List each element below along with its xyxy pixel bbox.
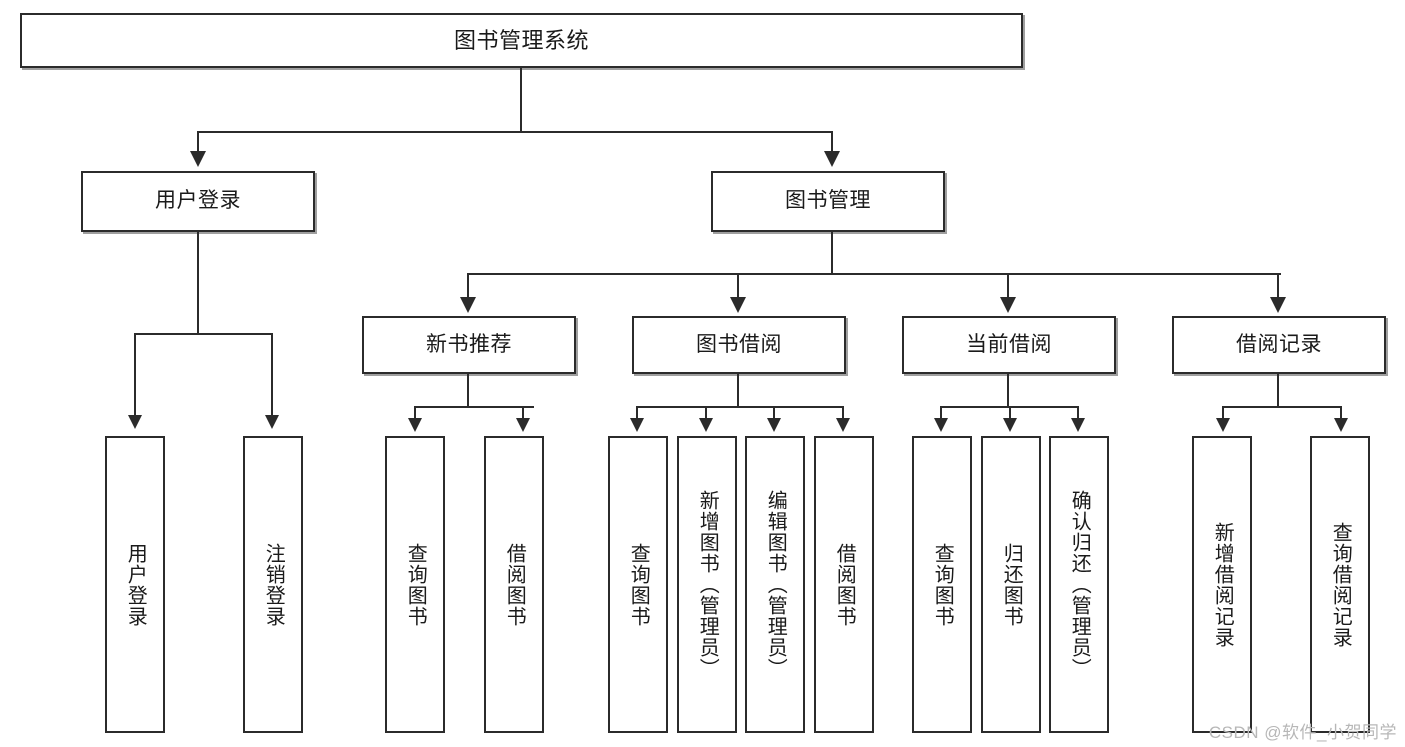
arrowhead-to-book-management [824, 151, 840, 167]
leaf-borrow-borrow-book-label: 借阅图书 [833, 542, 856, 627]
leaf-recommend-query-book-label: 查询图书 [404, 542, 427, 627]
node-current-borrow[interactable]: 当前借阅 [902, 316, 1116, 374]
node-root-label: 图书管理系统 [453, 27, 589, 53]
node-borrow-record-label: 借阅记录 [1236, 332, 1322, 356]
connector-record-leaf1 [1222, 406, 1224, 420]
leaf-logout[interactable]: 注销登录 [243, 436, 303, 733]
node-new-book-recommend-label: 新书推荐 [426, 332, 512, 356]
connector-current-leaf1 [940, 406, 942, 420]
connector-userlogin-leaf2 [271, 333, 273, 417]
arrowhead-to-borrow-record [1270, 297, 1286, 313]
connector-recommend-leaf1 [414, 406, 416, 420]
arrowhead-to-user-login [190, 151, 206, 167]
leaf-user-login[interactable]: 用户登录 [105, 436, 165, 733]
leaf-borrow-edit-book-admin-label: 编辑图书（管理员） [764, 490, 787, 679]
connector-root-to-bookmgmt [831, 131, 833, 153]
connector-root-bus [197, 131, 833, 133]
leaf-current-query-book-label: 查询图书 [931, 542, 954, 627]
connector-bookmgmt-to-recommend [467, 273, 469, 299]
connector-borrow-leaf1 [636, 406, 638, 420]
arrowhead-to-new-book-recommend [460, 297, 476, 313]
leaf-current-confirm-return-admin[interactable]: 确认归还（管理员） [1049, 436, 1109, 733]
connector-borrow-leaf2 [705, 406, 707, 420]
leaf-current-return-book-label: 归还图书 [1000, 542, 1023, 627]
node-root-system[interactable]: 图书管理系统 [20, 13, 1023, 68]
connector-record-leaf2 [1340, 406, 1342, 420]
leaf-recommend-borrow-book[interactable]: 借阅图书 [484, 436, 544, 733]
connector-userlogin-drop [197, 232, 199, 334]
connector-borrow-bus [636, 406, 844, 408]
connector-bookmgmt-bus [467, 273, 1281, 275]
arrowhead-borrow-leaf4 [836, 418, 850, 432]
arrowhead-record-leaf2 [1334, 418, 1348, 432]
leaf-record-add-record-label: 新增借阅记录 [1211, 521, 1234, 648]
arrowhead-current-leaf3 [1071, 418, 1085, 432]
arrowhead-borrow-leaf3 [767, 418, 781, 432]
node-book-borrow-label: 图书借阅 [696, 332, 782, 356]
connector-userlogin-bus [134, 333, 272, 335]
connector-root-drop [520, 68, 522, 132]
arrowhead-to-current-borrow [1000, 297, 1016, 313]
leaf-borrow-query-book[interactable]: 查询图书 [608, 436, 668, 733]
arrowhead-record-leaf1 [1216, 418, 1230, 432]
connector-root-to-login [197, 131, 199, 153]
connector-current-drop [1007, 374, 1009, 407]
arrowhead-recommend-leaf2 [516, 418, 530, 432]
leaf-borrow-add-book-admin-label: 新增图书（管理员） [696, 490, 719, 679]
arrowhead-current-leaf2 [1003, 418, 1017, 432]
connector-userlogin-leaf1 [134, 333, 136, 417]
leaf-record-query-record-label: 查询借阅记录 [1329, 521, 1352, 648]
node-current-borrow-label: 当前借阅 [966, 332, 1052, 356]
connector-bookmgmt-to-borrow [737, 273, 739, 299]
leaf-borrow-edit-book-admin[interactable]: 编辑图书（管理员） [745, 436, 805, 733]
node-borrow-record[interactable]: 借阅记录 [1172, 316, 1386, 374]
watermark-text: CSDN @软件_小贺同学 [1208, 723, 1397, 742]
arrowhead-leaf-user-login [128, 415, 142, 429]
leaf-current-confirm-return-admin-label: 确认归还（管理员） [1068, 490, 1091, 679]
leaf-logout-label: 注销登录 [262, 542, 285, 627]
arrowhead-to-book-borrow [730, 297, 746, 313]
leaf-record-add-record[interactable]: 新增借阅记录 [1192, 436, 1252, 733]
arrowhead-borrow-leaf2 [699, 418, 713, 432]
node-book-borrow[interactable]: 图书借阅 [632, 316, 846, 374]
connector-recommend-leaf2 [522, 406, 524, 420]
arrowhead-current-leaf1 [934, 418, 948, 432]
arrowhead-borrow-leaf1 [630, 418, 644, 432]
node-book-management-label: 图书管理 [785, 189, 871, 213]
leaf-borrow-query-book-label: 查询图书 [627, 542, 650, 627]
node-book-management[interactable]: 图书管理 [711, 171, 945, 232]
connector-borrow-drop [737, 374, 739, 407]
leaf-current-query-book[interactable]: 查询图书 [912, 436, 972, 733]
connector-bookmgmt-drop [831, 232, 833, 274]
leaf-user-login-label: 用户登录 [124, 542, 147, 627]
node-user-login-label: 用户登录 [155, 189, 241, 213]
arrowhead-recommend-leaf1 [408, 418, 422, 432]
node-new-book-recommend[interactable]: 新书推荐 [362, 316, 576, 374]
arrowhead-leaf-logout [265, 415, 279, 429]
connector-bookmgmt-to-record [1277, 273, 1279, 299]
node-user-login[interactable]: 用户登录 [81, 171, 315, 232]
leaf-borrow-add-book-admin[interactable]: 新增图书（管理员） [677, 436, 737, 733]
connector-current-leaf2 [1009, 406, 1011, 420]
connector-record-bus [1222, 406, 1342, 408]
connector-current-leaf3 [1077, 406, 1079, 420]
connector-bookmgmt-to-current [1007, 273, 1009, 299]
connector-borrow-leaf4 [842, 406, 844, 420]
leaf-borrow-borrow-book[interactable]: 借阅图书 [814, 436, 874, 733]
leaf-recommend-borrow-book-label: 借阅图书 [503, 542, 526, 627]
leaf-record-query-record[interactable]: 查询借阅记录 [1310, 436, 1370, 733]
leaf-recommend-query-book[interactable]: 查询图书 [385, 436, 445, 733]
connector-borrow-leaf3 [773, 406, 775, 420]
leaf-current-return-book[interactable]: 归还图书 [981, 436, 1041, 733]
connector-recommend-drop [467, 374, 469, 407]
connector-recommend-bus [414, 406, 534, 408]
connector-record-drop [1277, 374, 1279, 407]
